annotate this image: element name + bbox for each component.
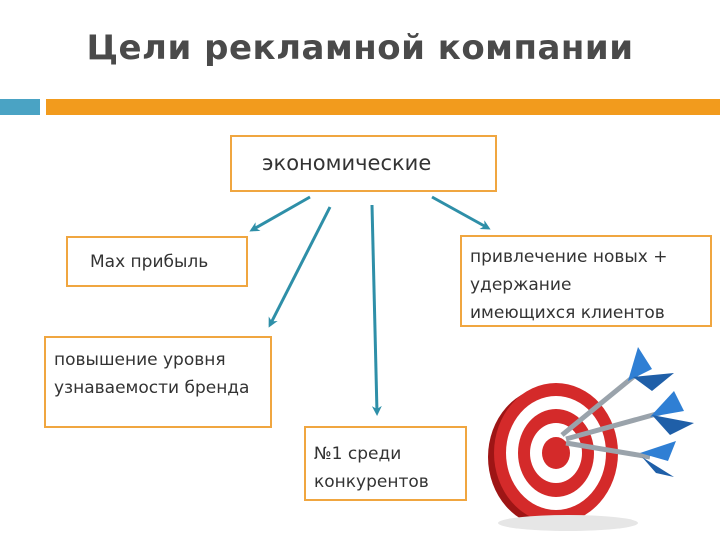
number-one-line-1: №1 среди <box>314 444 402 464</box>
arrow-to-number-one <box>370 204 382 416</box>
arrow-to-attract <box>431 195 491 230</box>
attract-line-2: удержание <box>470 275 572 295</box>
dart-3 <box>565 440 676 477</box>
title-underline-teal <box>0 99 40 115</box>
max-profit-box: Max прибыль <box>66 236 248 287</box>
brand-awareness-box: повышение уровня узнаваемости бренда <box>44 336 272 428</box>
root-goal-label: экономические <box>262 151 432 175</box>
title-underline-orange <box>46 99 720 115</box>
arrow-to-brand <box>268 206 332 328</box>
dart-2 <box>565 391 694 442</box>
attract-clients-box: привлечение новых + удержание имеющихся … <box>460 235 712 327</box>
root-goal-box: экономические <box>230 135 497 192</box>
attract-line-3: имеющихся клиентов <box>470 303 665 323</box>
target-with-darts-icon <box>488 347 694 531</box>
brand-line-2: узнаваемости бренда <box>54 378 250 398</box>
attract-line-1: привлечение новых + <box>470 247 668 267</box>
number-one-line-2: конкурентов <box>314 472 429 492</box>
page-title: Цели рекламной компании <box>86 28 634 68</box>
brand-line-1: повышение уровня <box>54 350 226 370</box>
max-profit-label: Max прибыль <box>90 252 209 272</box>
number-one-box: №1 среди конкурентов <box>304 426 467 501</box>
dart-1 <box>560 347 674 437</box>
arrow-to-max-profit <box>249 195 311 232</box>
